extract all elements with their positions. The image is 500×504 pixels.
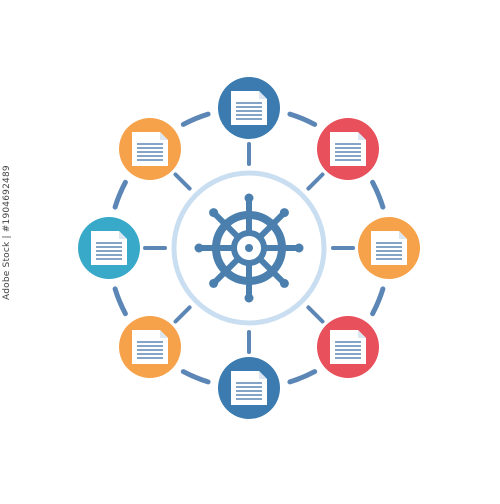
document-page: [231, 371, 267, 405]
wheel-handle: [244, 193, 254, 203]
document-icon: [231, 91, 267, 125]
document-page: [91, 231, 127, 265]
wheel-handle: [209, 278, 219, 288]
document-fold: [119, 231, 127, 239]
ring-segment: [287, 369, 318, 385]
wheel-handle: [194, 243, 204, 253]
ring-segment: [370, 286, 386, 317]
top-left-document-node: [119, 118, 181, 180]
document-icon: [231, 371, 267, 405]
document-fold: [259, 91, 267, 99]
stock-credit-text: Adobe Stock | #1904692489: [2, 165, 12, 300]
wheel-handle: [209, 208, 219, 218]
document-page: [132, 132, 168, 166]
wheel-handle: [294, 243, 304, 253]
outer-ring-connectors: [112, 111, 386, 385]
wheel-rim: [212, 211, 286, 285]
ship-wheel-icon: [194, 193, 304, 303]
ring-segment: [112, 179, 128, 210]
document-fold: [259, 371, 267, 379]
spoke-line: [306, 172, 325, 191]
ring-segment: [287, 111, 318, 127]
document-page: [330, 132, 366, 166]
wheel-handle: [244, 293, 254, 303]
document-fold: [160, 330, 168, 338]
document-icon: [91, 231, 127, 265]
document-icon: [330, 330, 366, 364]
document-icon: [132, 330, 168, 364]
top-document-node: [218, 77, 280, 139]
spoke-line: [306, 305, 325, 324]
document-page: [330, 330, 366, 364]
bottom-right-document-node: [317, 316, 379, 378]
document-page: [371, 231, 407, 265]
document-icon: [371, 231, 407, 265]
wheel-handle: [279, 278, 289, 288]
spoke-line: [173, 305, 192, 324]
spoke-connectors: [143, 142, 355, 354]
wheel-handle: [279, 208, 289, 218]
bottom-document-node: [218, 357, 280, 419]
top-right-document-node: [317, 118, 379, 180]
wheel-center: [245, 244, 253, 252]
document-fold: [358, 330, 366, 338]
document-icon: [132, 132, 168, 166]
document-fold: [358, 132, 366, 140]
spoke-line: [173, 172, 192, 191]
document-icon: [330, 132, 366, 166]
ring-segment: [180, 111, 211, 127]
bottom-left-document-node: [119, 316, 181, 378]
right-document-node: [358, 217, 420, 279]
document-page: [231, 91, 267, 125]
ring-segment: [112, 286, 128, 317]
ring-segment: [370, 179, 386, 210]
document-fold: [399, 231, 407, 239]
left-document-node: [78, 217, 140, 279]
ring-segment: [180, 369, 211, 385]
document-fold: [160, 132, 168, 140]
document-page: [132, 330, 168, 364]
